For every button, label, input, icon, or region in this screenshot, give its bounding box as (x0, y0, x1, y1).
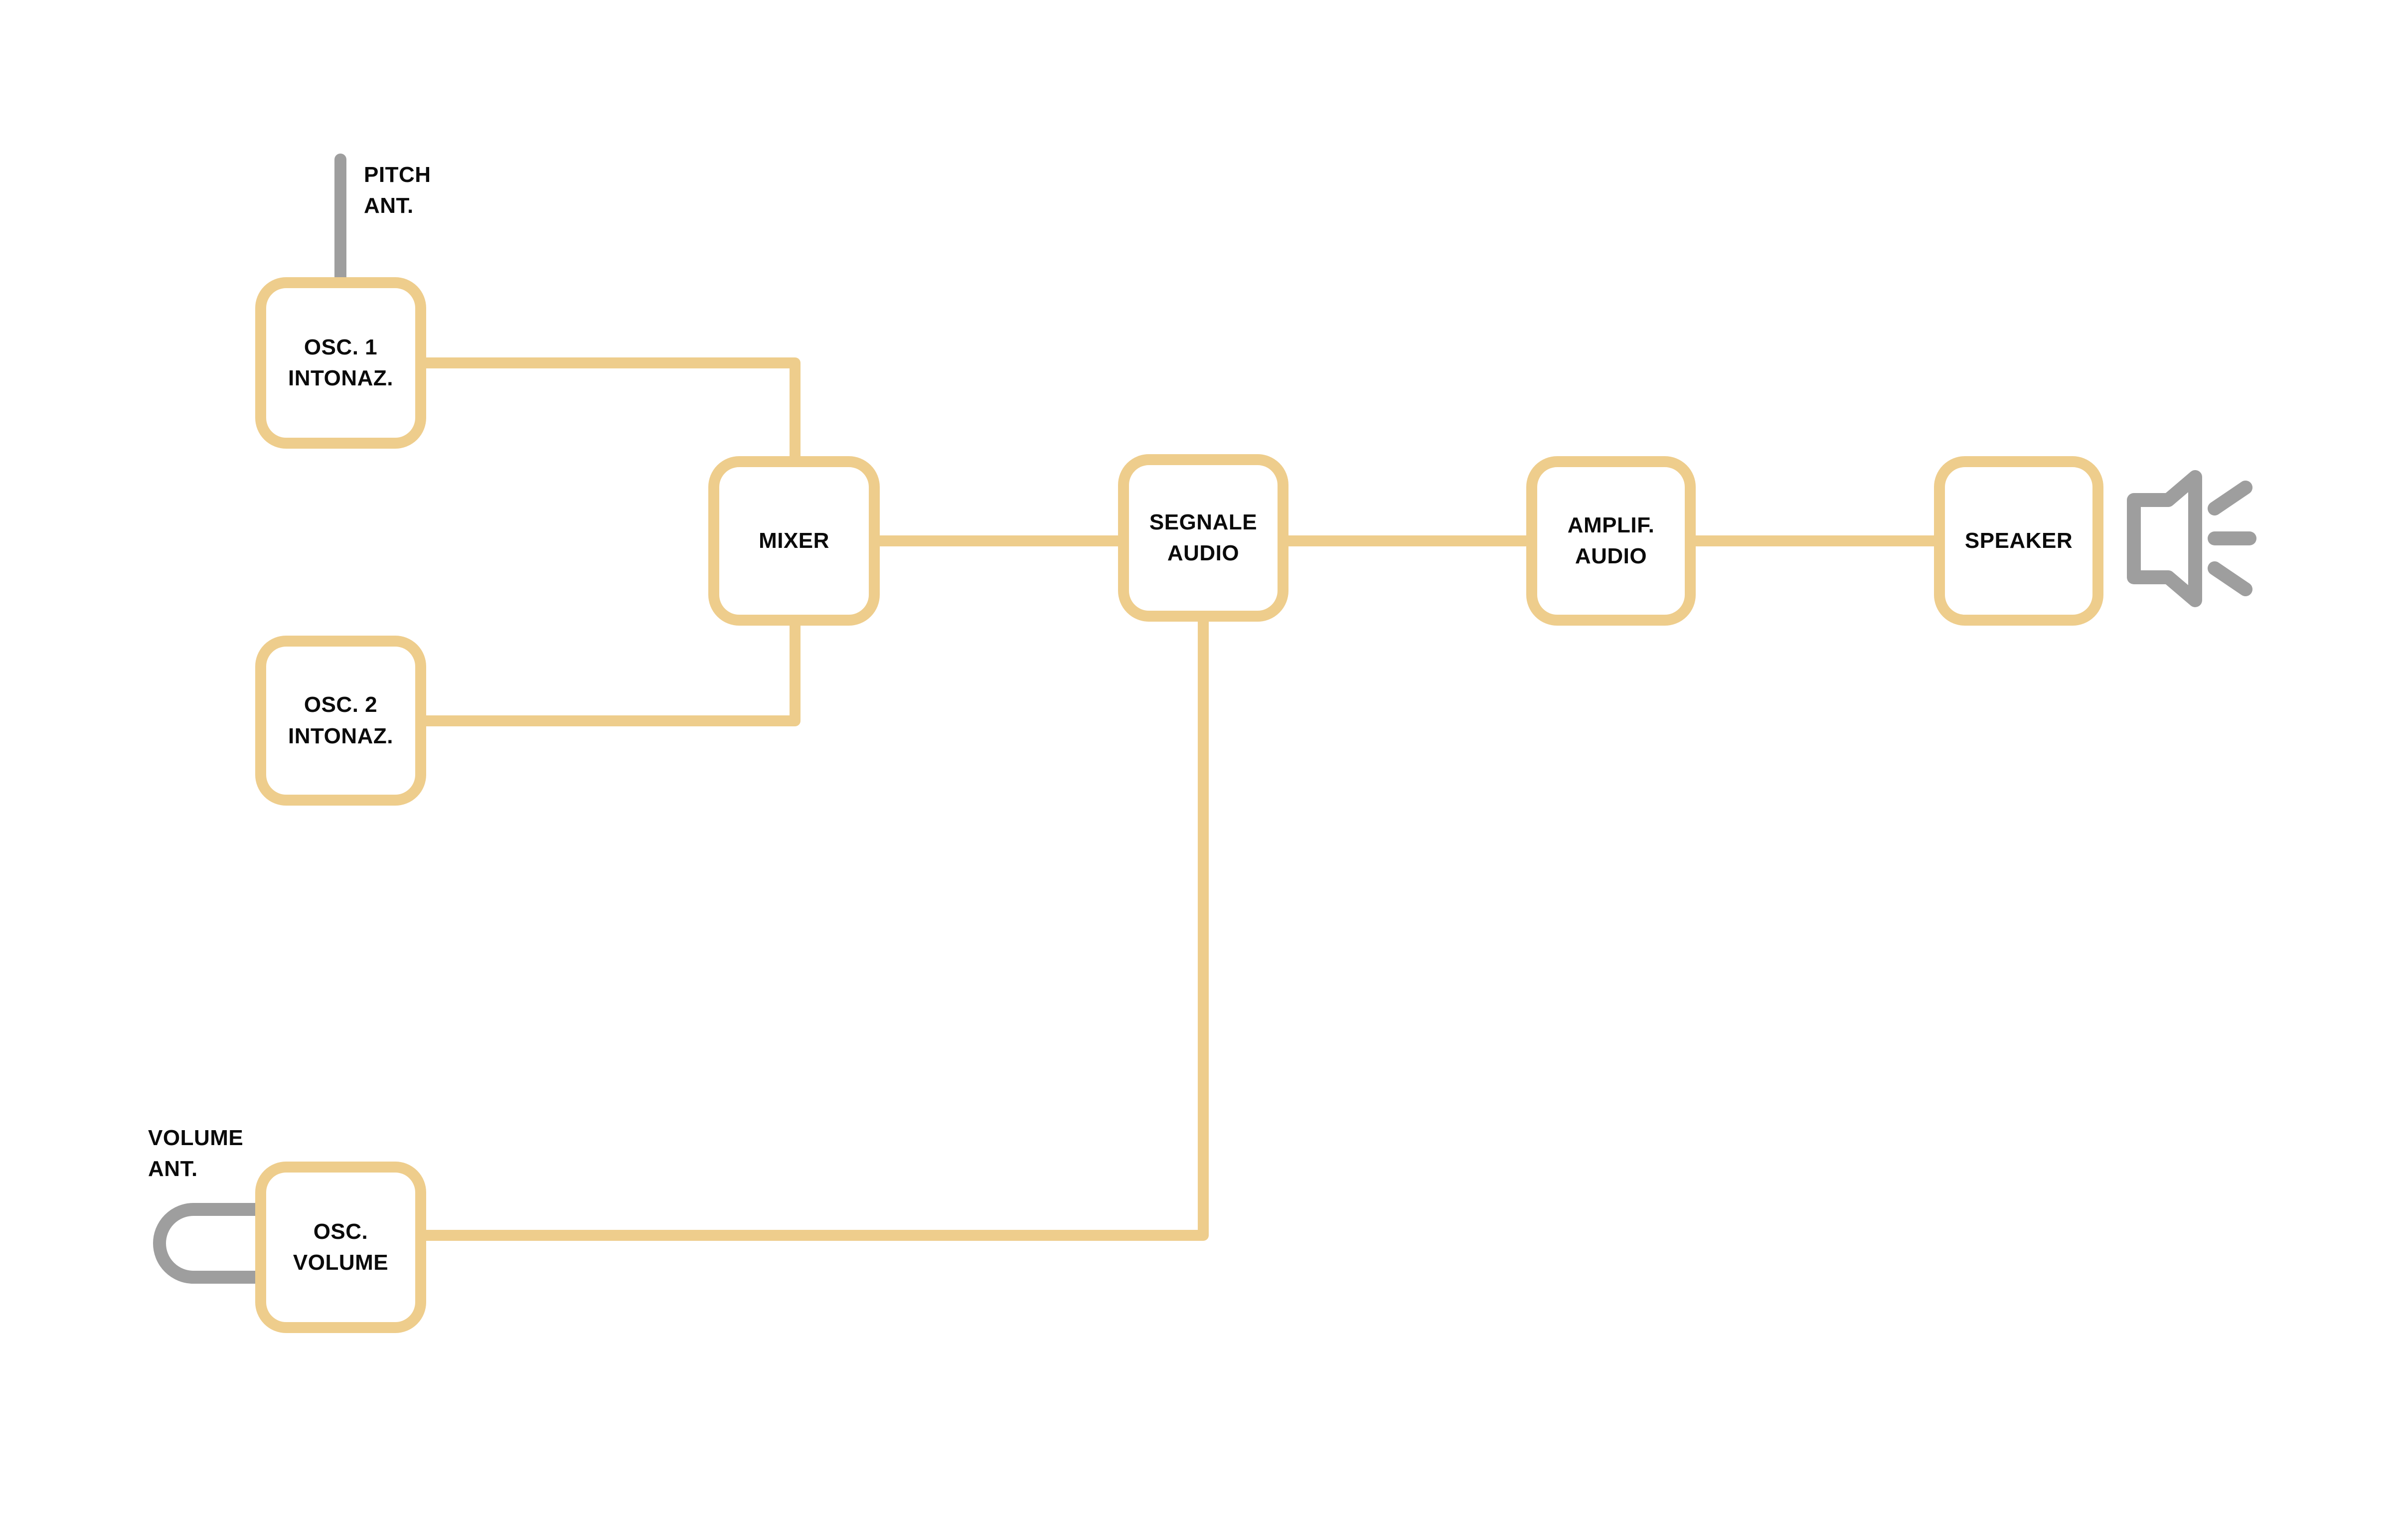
node-mixer-label: MIXER (759, 528, 829, 553)
volume-antenna-loop-icon (153, 1203, 259, 1284)
node-osc-volume-label: OSC. VOLUME (293, 1219, 389, 1275)
connector-osc1-to-mixer (426, 357, 801, 456)
node-segnale-audio[interactable]: SEGNALE AUDIO (1118, 454, 1288, 622)
node-osc1[interactable]: OSC. 1 INTONAZ. (255, 277, 426, 449)
node-osc2-label: OSC. 2 INTONAZ. (288, 692, 393, 748)
speaker-icon (2127, 470, 2256, 607)
volume-antenna-label: VOLUME ANT. (148, 1126, 244, 1181)
connector-oscvol-to-segnale (426, 622, 1209, 1241)
pitch-antenna-label: PITCH ANT. (364, 163, 431, 218)
connector-osc2-to-mixer (426, 626, 801, 726)
node-osc1-label: OSC. 1 INTONAZ. (288, 335, 393, 390)
node-segnale-audio-label: SEGNALE AUDIO (1149, 509, 1258, 565)
node-mixer[interactable]: MIXER (708, 456, 880, 626)
node-amplif-audio[interactable]: AMPLIF. AUDIO (1526, 456, 1696, 626)
node-amplif-audio-label: AMPLIF. AUDIO (1567, 512, 1655, 568)
node-osc2[interactable]: OSC. 2 INTONAZ. (255, 636, 426, 806)
node-speaker[interactable]: SPEAKER (1934, 456, 2103, 626)
node-speaker-label: SPEAKER (1964, 528, 2073, 553)
node-osc-volume[interactable]: OSC. VOLUME (255, 1162, 426, 1333)
